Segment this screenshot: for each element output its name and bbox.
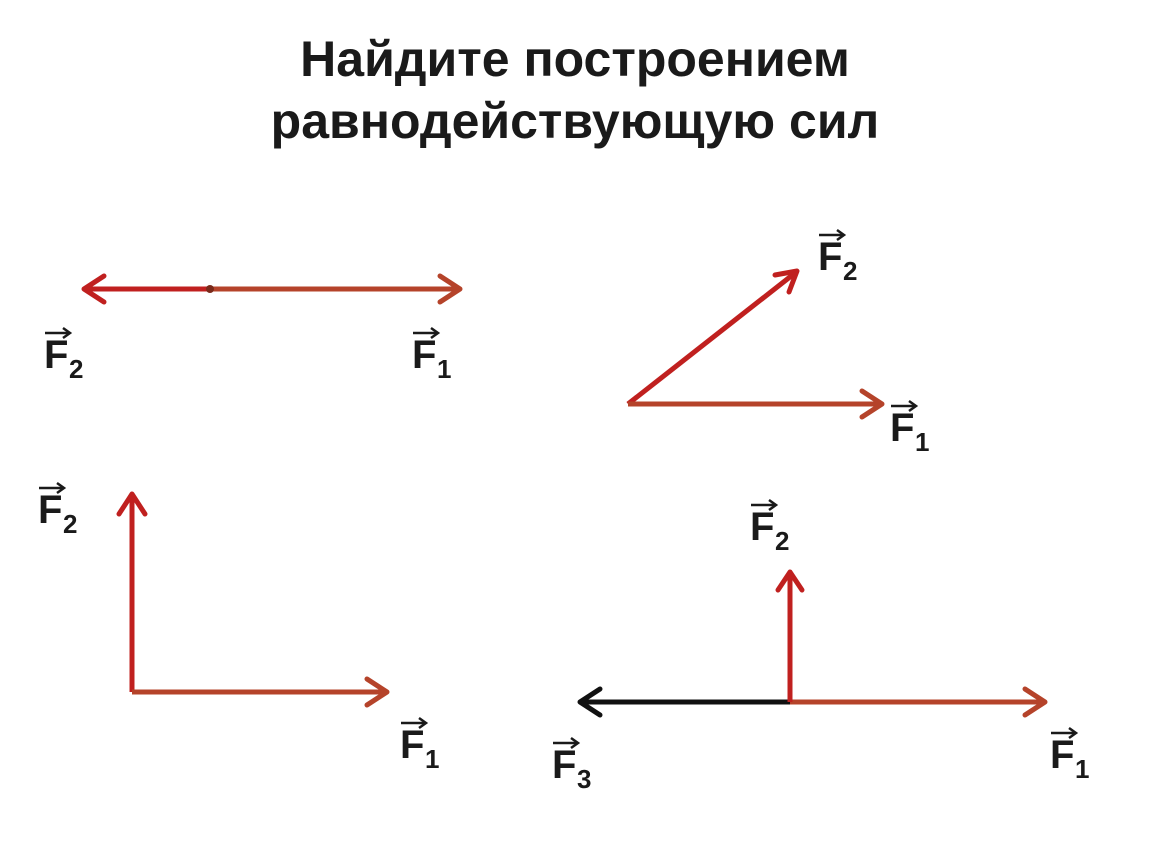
vector-subscript: 1 <box>425 744 439 774</box>
force-f2-arrowhead <box>116 491 148 517</box>
vector-letter: F <box>400 723 424 767</box>
application-point <box>206 285 214 293</box>
force-f2-arrow <box>626 271 797 406</box>
vector-letter: F <box>818 235 842 279</box>
force-f1-arrowhead <box>437 273 463 305</box>
vector-arrow-mark-head <box>908 399 919 413</box>
vector-letter: F <box>38 488 62 532</box>
vector-subscript: 2 <box>69 354 83 384</box>
force-f3-arrowhead <box>577 686 603 718</box>
diagram-three-forces <box>577 569 1048 718</box>
force-f1-arrowhead <box>859 388 885 420</box>
vector-letter: F <box>412 333 436 377</box>
page-title: Найдите построением равнодействующую сил <box>0 28 1150 152</box>
vector-arrow-mark-head <box>836 228 847 242</box>
vector-arrow-mark-head <box>418 716 429 730</box>
vector-arrow-mark-head <box>56 481 67 495</box>
vector-arrow-mark-head <box>1068 726 1079 740</box>
vector-letter: F <box>890 406 914 450</box>
vector-subscript: 1 <box>437 354 451 384</box>
vector-letter: F <box>44 333 68 377</box>
vector-subscript: 1 <box>1075 754 1089 784</box>
diagram-perpendicular-forces <box>116 491 390 708</box>
force-f2-arrowhead <box>775 569 805 593</box>
vector-arrow-mark-head <box>62 326 73 340</box>
vector-arrow-mark-head <box>768 498 779 512</box>
diagram-angled-forces <box>626 268 885 420</box>
vector-subscript: 2 <box>843 256 857 286</box>
vector-subscript: 1 <box>915 427 929 457</box>
vector-letter: F <box>750 505 774 549</box>
force-f1-arrowhead <box>364 676 390 708</box>
vector-subscript: 3 <box>577 764 591 794</box>
force-f1-arrowhead <box>1022 686 1048 718</box>
title-line-1: Найдите построением <box>300 31 850 87</box>
diagram-opposite-forces <box>81 273 463 305</box>
vector-letter: F <box>1050 733 1074 777</box>
force-f2-arrowhead <box>81 273 107 305</box>
force-f2-arrowhead <box>772 268 800 295</box>
vector-subscript: 2 <box>63 509 77 539</box>
vector-arrow-mark-head <box>430 326 441 340</box>
vector-letter: F <box>552 743 576 787</box>
vector-arrow-mark-head <box>570 736 581 750</box>
title-line-2: равнодействующую сил <box>270 93 880 149</box>
vector-subscript: 2 <box>775 526 789 556</box>
